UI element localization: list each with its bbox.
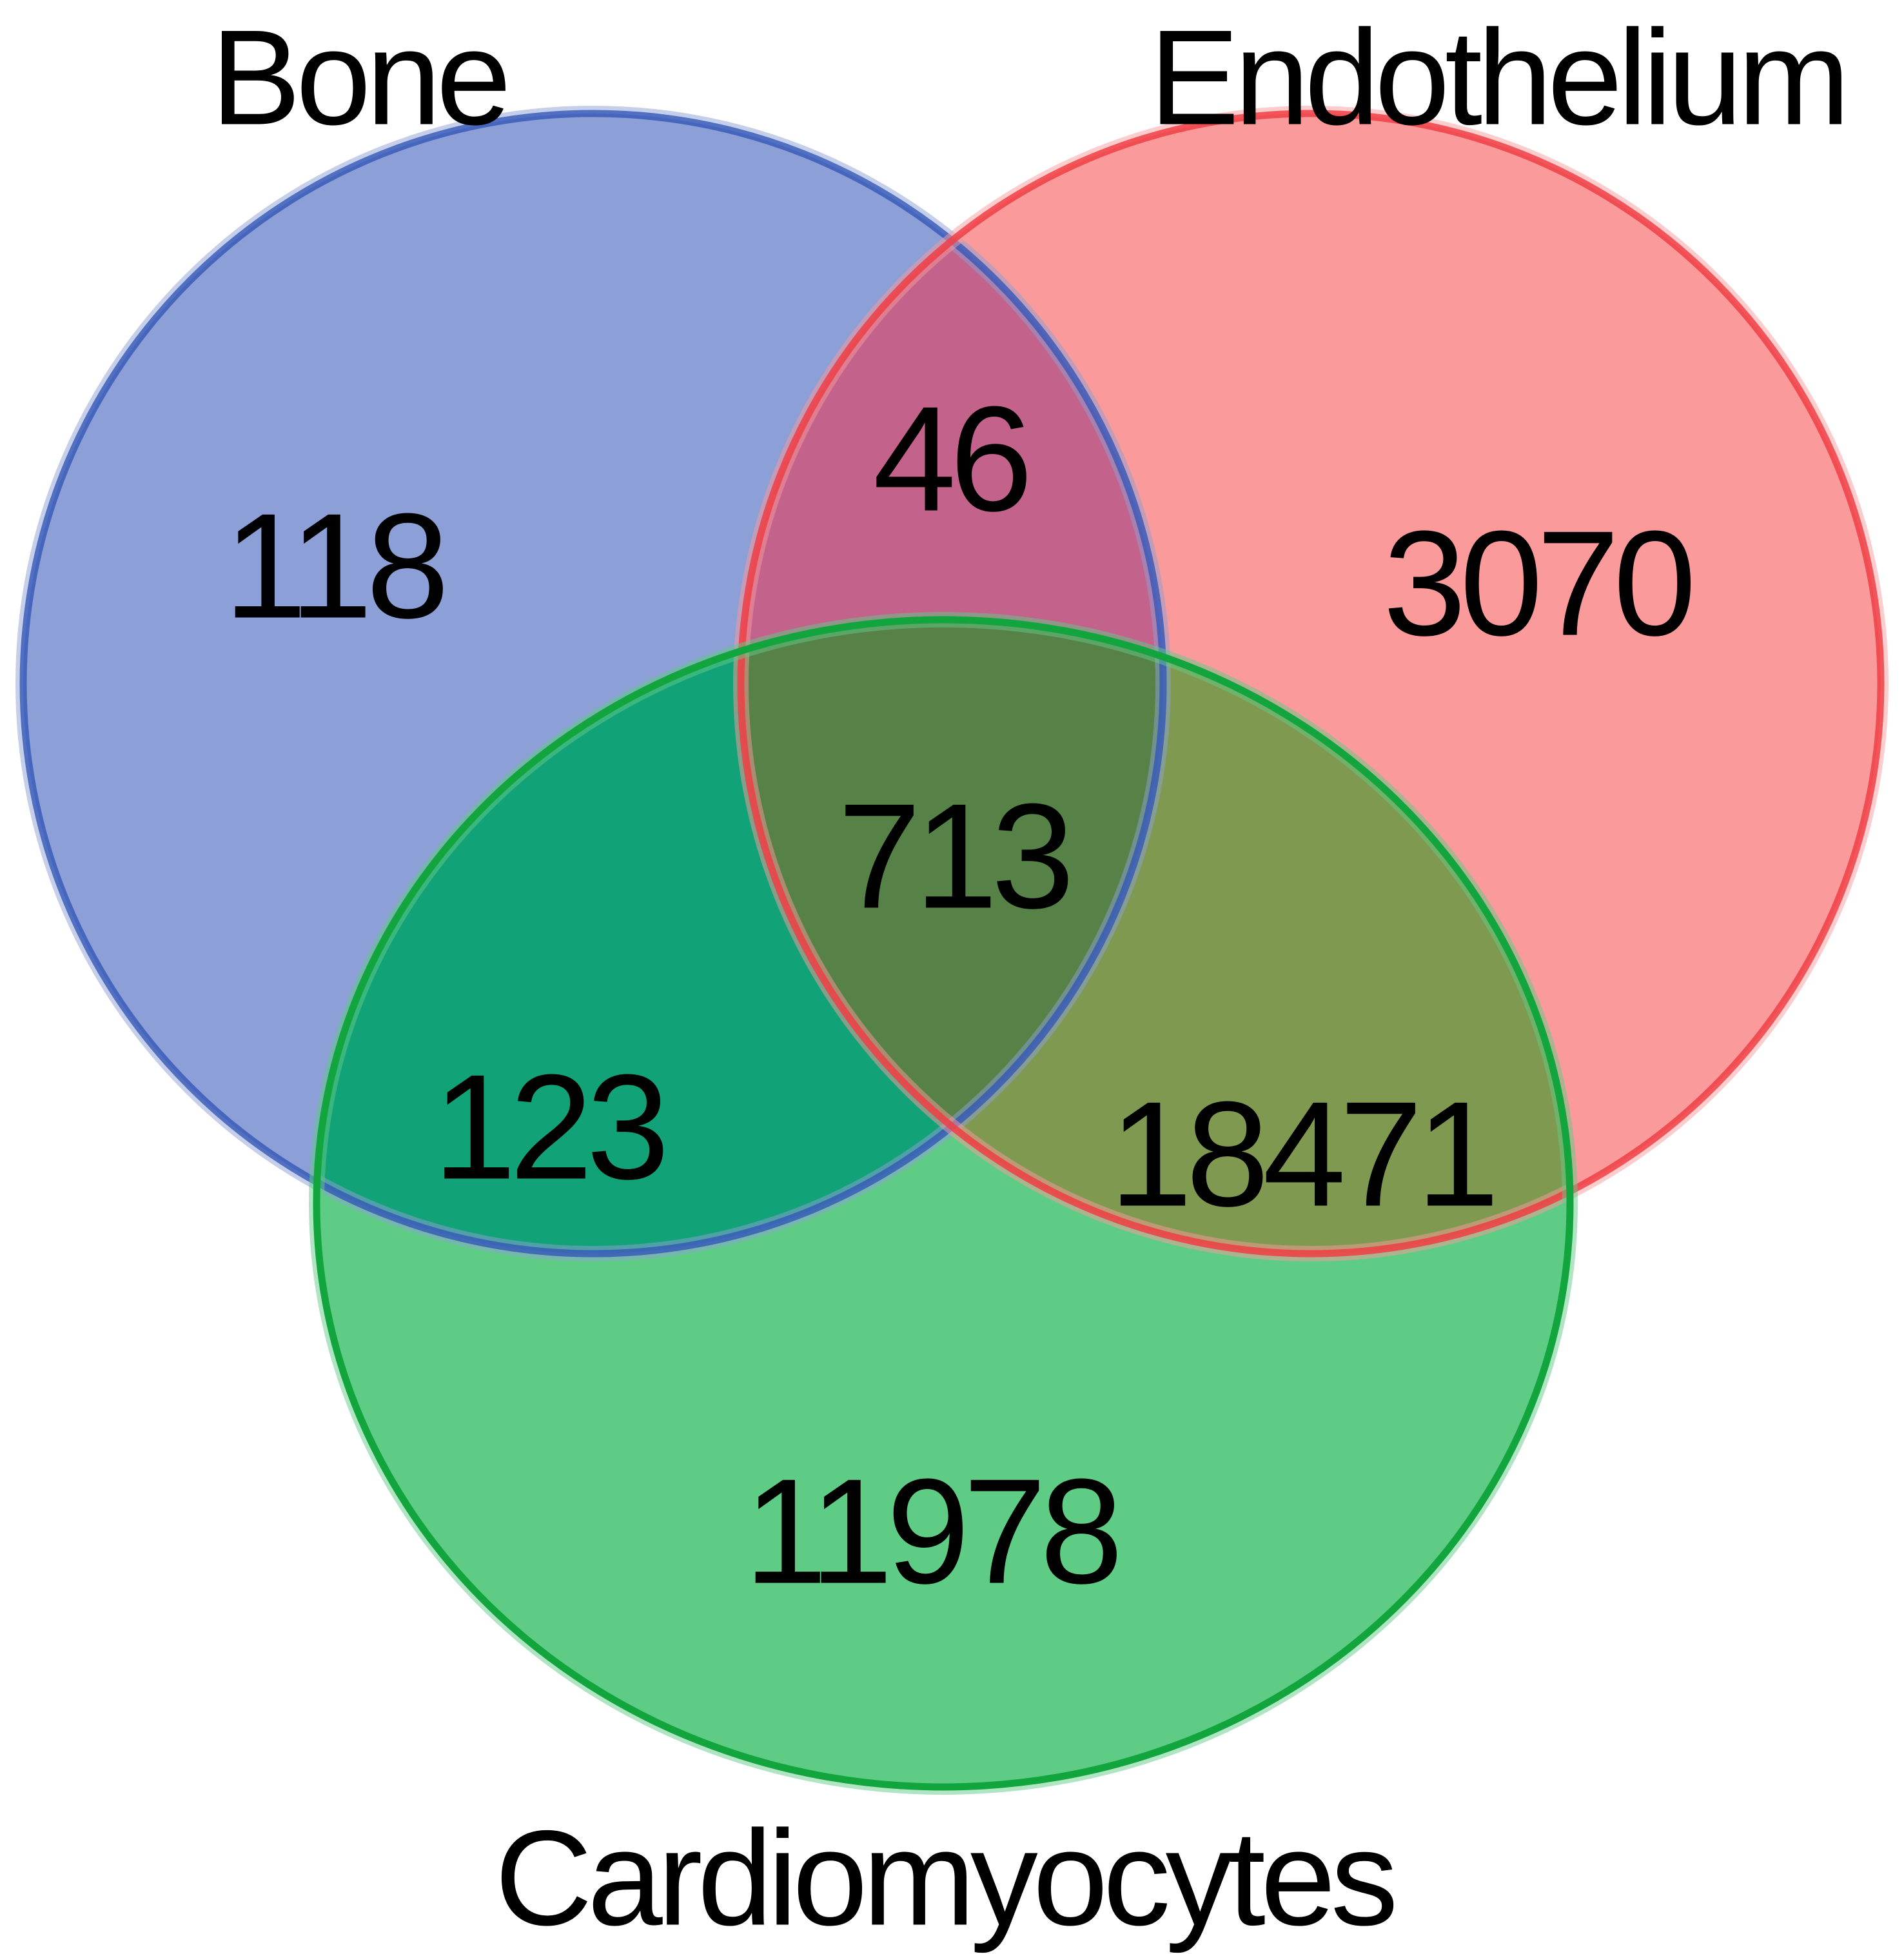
cardiomyocytes-circle-outline xyxy=(313,616,1574,1791)
count-bone-cardiomyocytes: 123 xyxy=(433,1044,663,1211)
endothelium-circle-outline xyxy=(737,110,1885,1258)
endothelium-label: Endothelium xyxy=(1149,2,1845,153)
count-endothelium-cardiomyocytes: 18471 xyxy=(1109,1071,1493,1238)
set-labels: Bone Endothelium Cardiomyocytes xyxy=(211,2,1850,1954)
count-bone-endothelium: 46 xyxy=(873,376,1026,543)
bone-label: Bone xyxy=(211,2,506,153)
venn-regions xyxy=(23,113,1881,1787)
cardiomyocytes-label: Cardiomyocytes xyxy=(495,1802,1393,1954)
count-bone-only: 118 xyxy=(224,483,443,650)
count-cardiomyocytes-only: 11978 xyxy=(744,1448,1117,1615)
count-all-three: 713 xyxy=(838,773,1068,940)
bone-circle-outline xyxy=(19,110,1167,1258)
count-endothelium-only: 3070 xyxy=(1383,500,1691,667)
region-counts: 118 3070 46 713 123 18471 11978 xyxy=(224,376,1697,1615)
venn-outlines xyxy=(15,106,1889,1795)
